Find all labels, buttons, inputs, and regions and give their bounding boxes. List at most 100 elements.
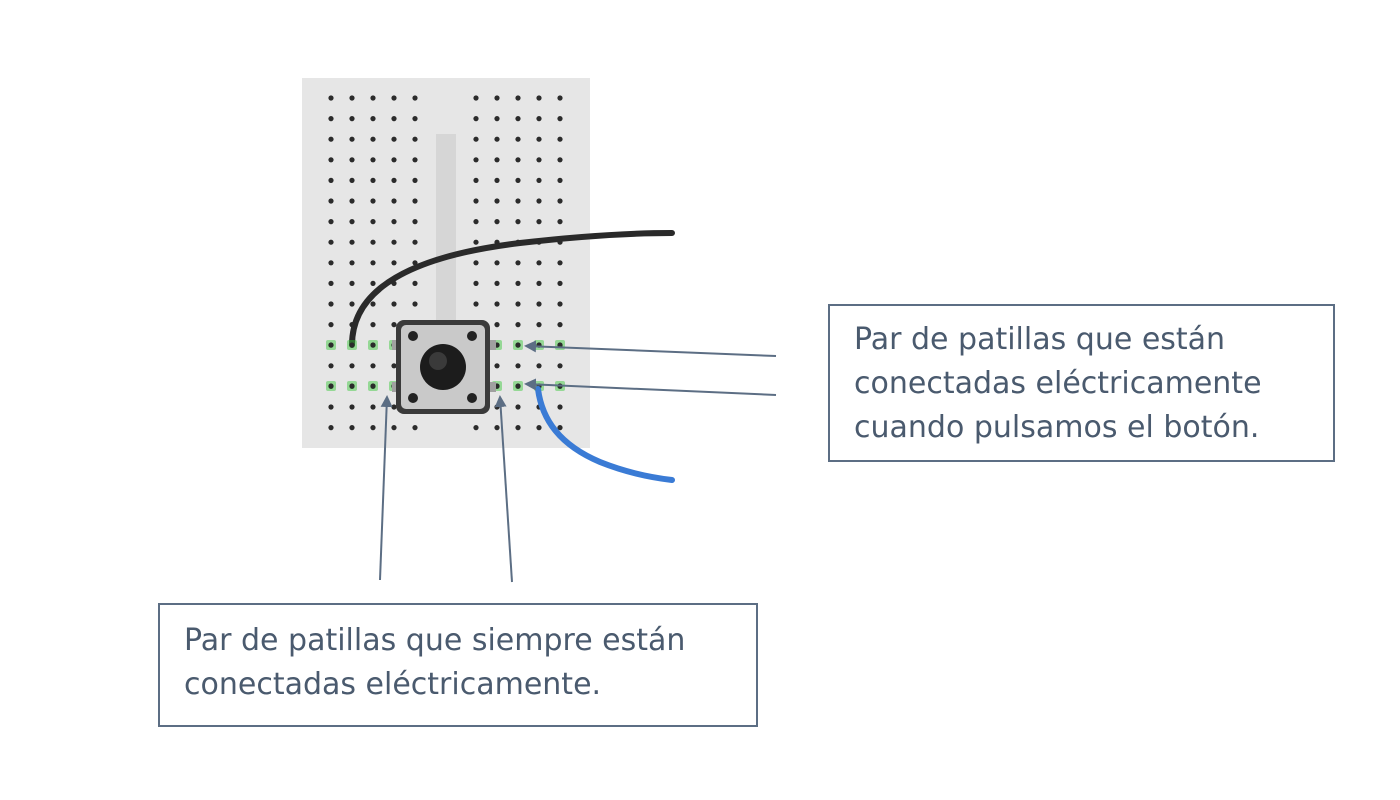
- breadboard-hole: [557, 301, 563, 307]
- breadboard-hole: [494, 219, 500, 225]
- breadboard-hole: [391, 157, 397, 163]
- breadboard-hole: [557, 157, 563, 163]
- breadboard-hole: [536, 219, 542, 225]
- breadboard-hole: [412, 136, 418, 142]
- breadboard-hole: [370, 177, 376, 183]
- breadboard-hole: [328, 157, 334, 163]
- breadboard-hole: [536, 95, 542, 101]
- breadboard-hole: [473, 136, 479, 142]
- breadboard-hole: [349, 219, 355, 225]
- pressed-pair-callout: Par de patillas que están conectadas elé…: [828, 304, 1335, 462]
- breadboard-hole: [349, 260, 355, 266]
- breadboard-hole: [370, 363, 376, 369]
- always-pair-callout: Par de patillas que siempre están conect…: [158, 603, 758, 727]
- breadboard-hole: [536, 322, 542, 328]
- breadboard-hole: [557, 198, 563, 204]
- breadboard-hole: [536, 136, 542, 142]
- breadboard-hole: [494, 363, 500, 369]
- breadboard-hole: [473, 219, 479, 225]
- highlighted-hole-dot: [370, 342, 376, 348]
- breadboard-hole: [536, 116, 542, 122]
- breadboard-hole: [557, 260, 563, 266]
- breadboard-hole: [494, 425, 500, 431]
- breadboard-hole: [515, 322, 521, 328]
- breadboard-hole: [494, 322, 500, 328]
- breadboard-hole: [328, 404, 334, 410]
- breadboard-hole: [515, 219, 521, 225]
- breadboard-hole: [536, 280, 542, 286]
- breadboard-hole: [349, 177, 355, 183]
- breadboard-hole: [370, 404, 376, 410]
- breadboard-hole: [473, 177, 479, 183]
- breadboard-hole: [515, 157, 521, 163]
- breadboard-hole: [412, 425, 418, 431]
- breadboard-hole: [328, 219, 334, 225]
- breadboard-hole: [557, 95, 563, 101]
- breadboard-hole: [557, 177, 563, 183]
- breadboard-hole: [557, 136, 563, 142]
- breadboard-hole: [557, 425, 563, 431]
- breadboard-hole: [412, 301, 418, 307]
- breadboard-hole: [412, 177, 418, 183]
- breadboard-hole: [515, 260, 521, 266]
- breadboard-hole: [557, 219, 563, 225]
- breadboard-hole: [349, 425, 355, 431]
- callout-line: Par de patillas que siempre están: [184, 623, 686, 658]
- breadboard-hole: [349, 239, 355, 245]
- breadboard-hole: [494, 157, 500, 163]
- breadboard-hole: [412, 157, 418, 163]
- breadboard-hole: [391, 260, 397, 266]
- callout-line: cuando pulsamos el botón.: [854, 410, 1260, 445]
- breadboard-hole: [557, 404, 563, 410]
- breadboard-hole: [494, 177, 500, 183]
- callout-line: conectadas eléctricamente: [854, 366, 1262, 401]
- breadboard-hole: [536, 363, 542, 369]
- breadboard-hole: [494, 136, 500, 142]
- highlighted-hole-dot: [349, 383, 355, 389]
- breadboard-hole: [412, 260, 418, 266]
- breadboard-hole: [370, 322, 376, 328]
- breadboard-hole: [349, 280, 355, 286]
- breadboard-hole: [515, 95, 521, 101]
- breadboard-hole: [370, 280, 376, 286]
- breadboard-hole: [370, 157, 376, 163]
- breadboard-hole: [328, 322, 334, 328]
- breadboard-hole: [473, 301, 479, 307]
- breadboard-hole: [328, 136, 334, 142]
- breadboard-hole: [328, 198, 334, 204]
- breadboard-hole: [349, 136, 355, 142]
- breadboard-hole: [494, 198, 500, 204]
- breadboard-hole: [536, 260, 542, 266]
- breadboard-hole: [391, 95, 397, 101]
- breadboard-hole: [370, 116, 376, 122]
- breadboard-hole: [515, 363, 521, 369]
- breadboard-hole: [349, 95, 355, 101]
- breadboard-hole: [557, 280, 563, 286]
- breadboard-hole: [473, 280, 479, 286]
- breadboard-hole: [494, 116, 500, 122]
- breadboard-hole: [391, 363, 397, 369]
- breadboard-hole: [391, 177, 397, 183]
- breadboard-hole: [515, 177, 521, 183]
- breadboard-hole: [370, 260, 376, 266]
- breadboard-hole: [412, 280, 418, 286]
- breadboard-hole: [370, 425, 376, 431]
- breadboard-hole: [370, 136, 376, 142]
- breadboard-hole: [370, 301, 376, 307]
- breadboard-hole: [328, 260, 334, 266]
- breadboard-hole: [391, 322, 397, 328]
- breadboard-hole: [515, 136, 521, 142]
- breadboard-hole: [494, 95, 500, 101]
- arrow-pressed-pin-top: [524, 340, 777, 357]
- highlighted-hole-dot: [557, 342, 563, 348]
- breadboard-center-channel: [436, 134, 456, 360]
- breadboard-hole: [412, 239, 418, 245]
- breadboard-hole: [473, 198, 479, 204]
- breadboard-hole: [536, 301, 542, 307]
- breadboard-hole: [328, 363, 334, 369]
- breadboard-hole: [349, 404, 355, 410]
- breadboard-hole: [328, 177, 334, 183]
- breadboard-hole: [328, 116, 334, 122]
- breadboard-hole: [515, 404, 521, 410]
- breadboard-hole: [349, 301, 355, 307]
